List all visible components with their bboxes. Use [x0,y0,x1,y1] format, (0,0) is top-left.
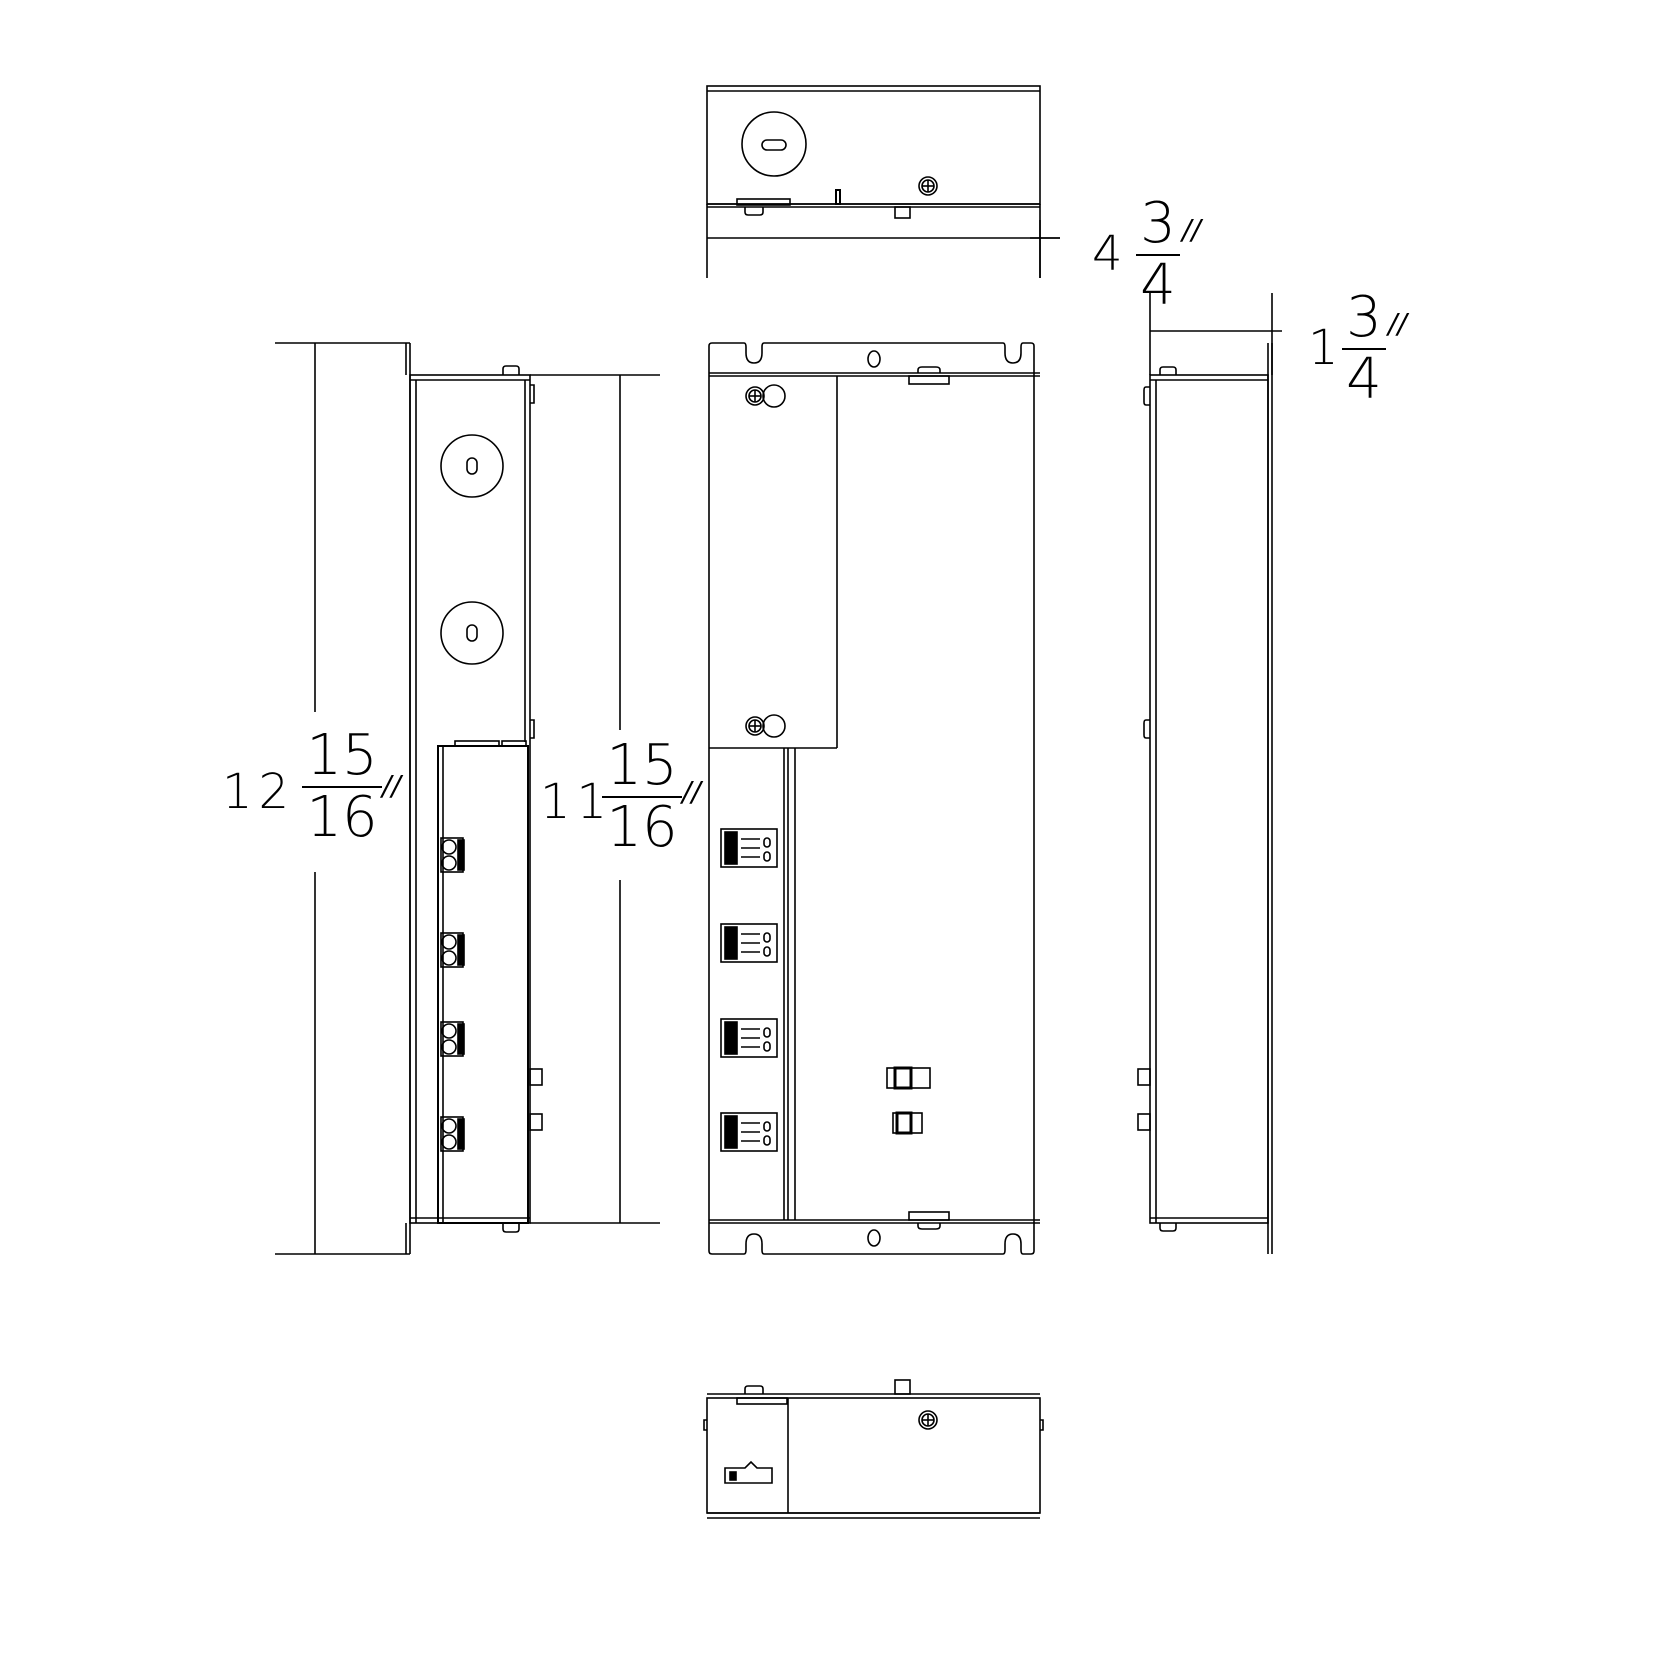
dimension-depth: 4 3 4 // [1092,196,1212,314]
front-view [708,342,1040,1255]
terminal-block-icon [720,1018,778,1058]
dimension-whole: 12 [222,764,296,820]
left-side-view [275,342,660,1255]
bottom-view [703,1379,1044,1519]
dimension-whole: 1 [1308,320,1345,376]
dimension-fraction: 3 4 [1342,290,1386,408]
screw-icon [745,386,765,406]
switch-icon [886,1066,931,1090]
screw-icon [745,716,765,736]
knockout-icon [440,434,504,498]
knockout-icon [440,601,504,665]
terminal-block-icon [440,837,465,873]
screw-icon [918,1410,938,1430]
dimension-fraction: 15 16 [302,728,382,846]
inch-mark: // [1388,307,1407,340]
dimension-fraction: 15 16 [602,738,682,856]
knockout-icon [741,111,807,177]
terminal-block-icon [440,1021,465,1057]
terminal-block-icon [720,828,778,868]
top-view [706,85,1060,278]
screw-icon [918,176,938,196]
terminal-block-icon [720,923,778,963]
inch-mark: // [682,775,701,808]
switch-icon [892,1111,923,1135]
inch-mark: // [382,769,401,802]
dimension-thickness: 1 3 4 // [1308,290,1428,408]
dimension-body-height: 11 15 16 // [540,738,740,868]
dimension-whole: 11 [540,774,614,830]
terminal-block-icon [724,1460,773,1484]
dimension-overall-height: 12 15 16 // [222,728,422,858]
terminal-block-icon [440,1116,465,1152]
right-side-view [1137,293,1282,1254]
terminal-block-icon [720,1112,778,1152]
dimension-fraction: 3 4 [1136,196,1180,314]
dimension-whole: 4 [1092,226,1129,282]
inch-mark: // [1182,213,1201,246]
terminal-block-icon [440,932,465,968]
